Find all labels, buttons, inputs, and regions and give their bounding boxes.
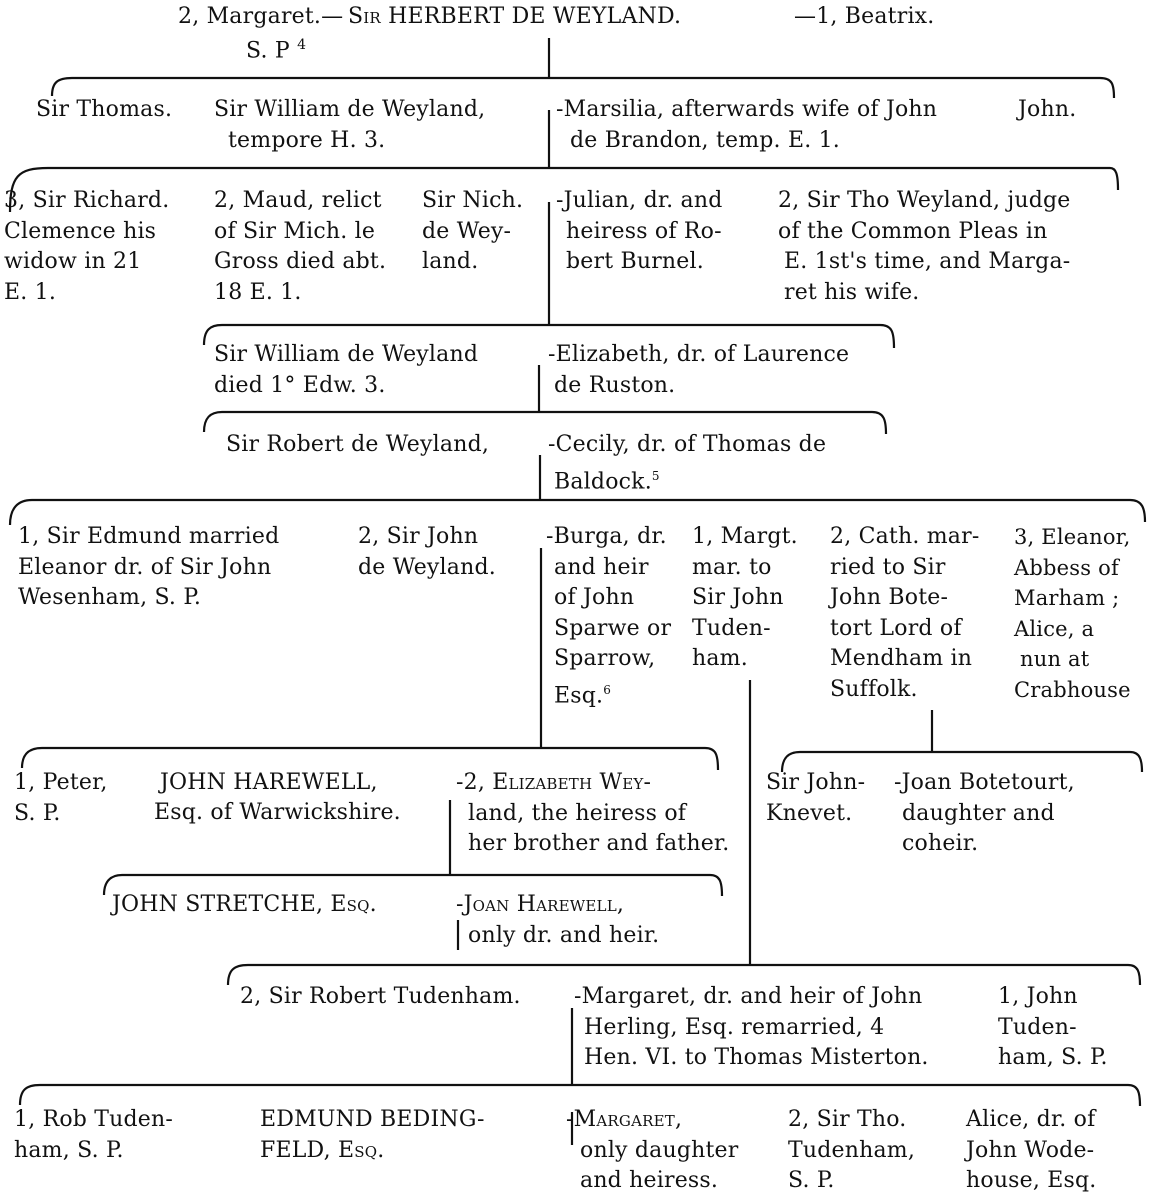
sibling-bracket [202,410,888,435]
person-elizabeth-ruston: -Elizabeth, dr. of Laurence de Ruston. [548,342,850,398]
spouse-margaret: 2, Margaret.— [178,4,344,29]
sibling-bracket [8,498,1147,526]
person-sir-william: Sir William de Weyland, tempore H. 3. [214,97,486,153]
sibling-bracket [102,873,724,897]
person-sir-john-knevet: Sir John- Knevet. [766,770,866,826]
person-sir-william-1edw3: Sir William de Weyland died 1° Edw. 3. [214,342,479,398]
person-margt: 1, Margt. mar. to Sir John Tuden- ham. [692,524,798,671]
sibling-bracket [8,166,1120,213]
footnote-marker: 4 [297,37,307,53]
person-sir-edmund: 1, Sir Edmund married Eleanor dr. of Sir… [18,524,280,610]
person-sir-robert-tudenham: 2, Sir Robert Tudenham. [240,984,521,1009]
person-sir-nich: Sir Nich. de Wey- land. [422,188,524,274]
person-margaret-bedingfeld: -Margaret, only daughter and heiress. [566,1107,739,1193]
person-john-stretche: JOHN STRETCHE, Esq. [112,892,377,917]
person-cecily: -Cecily, dr. of Thomas de Baldock.5 [548,432,827,494]
person-john-harewell: JOHN HAREWELL, [160,770,378,795]
sibling-bracket [20,746,720,771]
person-john: John. [1018,97,1077,122]
person-marsilia: -Marsilia, afterwards wife of John de Br… [556,97,938,153]
person-sir-richard: 3, Sir Richard. Clemence his widow in 21… [4,188,170,305]
person-sir-tho-weyland: 2, Sir Tho Weyland, judge of the Common … [778,188,1071,305]
footnote-marker: 5 [651,468,660,483]
sibling-bracket [202,323,896,349]
person-eleanor-abbess: 3, Eleanor, Abbess of Marham ; Alice, a … [1014,525,1131,702]
person-sir-robert-de-weyland: Sir Robert de Weyland, [226,432,490,457]
sp-note: S. P 4 [246,37,307,64]
person-edmund-bedingfeld: EDMUND BEDING- FELD, Esq. [260,1107,485,1163]
person-julian: -Julian, dr. and heiress of Ro- bert Bur… [556,188,723,274]
person-margaret-herling: -Margaret, dr. and heir of John Herling,… [574,984,929,1070]
head-herbert-de-weyland: Sir HERBERT DE WEYLAND. [348,4,682,29]
sibling-bracket [226,963,1142,986]
sibling-bracket [50,76,1116,99]
person-joan-botetourt: -Joan Botetourt, daughter and coheir. [894,770,1075,856]
person-peter: 1, Peter, S. P. [14,770,108,826]
person-cath: 2, Cath. mar- ried to Sir John Bote- tor… [830,524,980,702]
spouse-beatrix: —1, Beatrix. [794,4,935,29]
person-joan-harewell: -Joan Harewell, only dr. and heir. [456,892,660,948]
person-maud: 2, Maud, relict of Sir Mich. le Gross di… [214,188,387,305]
person-elizabeth-weyland: -2, Elizabeth Wey- land, the heiress of … [456,770,730,856]
person-sir-john-de-weyland: 2, Sir John de Weyland. [358,524,496,580]
person-john-harewell-desc: Esq. of Warwickshire. [154,800,401,825]
person-sir-thomas: Sir Thomas. [36,97,173,122]
person-john-tudenham: 1, John Tuden- ham, S. P. [998,984,1108,1070]
person-rob-tudenham: 1, Rob Tuden- ham, S. P. [14,1107,174,1163]
sibling-bracket [18,1083,1142,1107]
person-alice-wodehouse: Alice, dr. of John Wode- house, Esq. [966,1107,1097,1193]
footnote-marker: 6 [603,682,612,697]
person-burga: -Burga, dr. and heir of John Sparwe or S… [546,524,672,708]
person-sir-tho-tudenham: 2, Sir Tho. Tudenham, S. P. [788,1107,916,1193]
sibling-bracket [780,750,1144,773]
